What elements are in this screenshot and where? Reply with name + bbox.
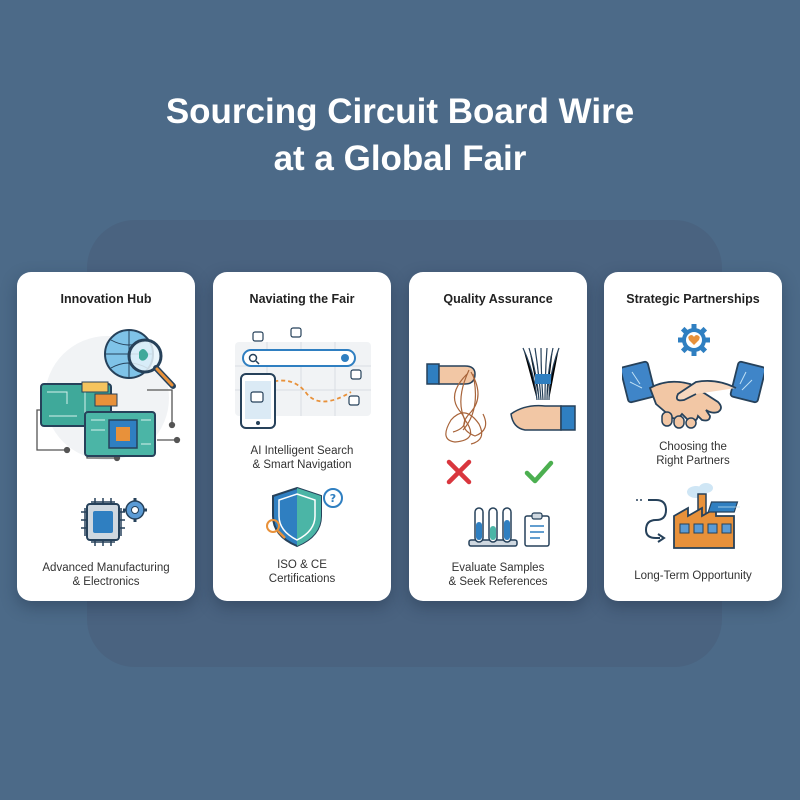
caption-long-term-opportunity: Long-Term Opportunity [634, 570, 752, 582]
card-navigating-the-fair: Naviating the Fair AI Intelligent Search… [213, 272, 391, 601]
page-title: Sourcing Circuit Board Wire at a Global … [0, 88, 800, 182]
smartphone-map-icon [240, 373, 276, 429]
handshake-icon [622, 360, 764, 429]
card-innovation-hub: Innovation Hub [17, 272, 195, 601]
caption-choosing-partners: Choosing the Right Partners [656, 441, 730, 467]
check-mark-icon [524, 460, 554, 484]
caption-evaluate-samples: Evaluate Samples & Seek References [448, 562, 548, 588]
title-line-2: at a Global Fair [273, 139, 527, 178]
hand-straight-wire-icon [510, 347, 576, 431]
card-title: Strategic Partnerships [626, 292, 760, 306]
clipboard-icon [524, 512, 550, 547]
card-quality-assurance: Quality Assurance [409, 272, 587, 601]
card-title: Naviating the Fair [249, 292, 355, 306]
shield-check-icon: ? [266, 486, 343, 548]
heart-gear-icon [678, 324, 710, 356]
hand-tangled-wire-icon [426, 363, 487, 445]
caption-ai-search: AI Intelligent Search & Smart Navigation [250, 445, 354, 471]
globe-circuit-icon [36, 329, 181, 462]
test-tubes-icon [468, 507, 518, 547]
chip-gear-icon [81, 498, 147, 546]
card-title: Innovation Hub [60, 292, 152, 306]
caption-advanced-manufacturing: Advanced Manufacturing & Electronics [42, 562, 170, 588]
card-title: Quality Assurance [443, 292, 553, 306]
cross-mark-icon [446, 459, 472, 485]
caption-iso-ce: ISO & CE Certifications [268, 559, 336, 585]
title-line-1: Sourcing Circuit Board Wire [165, 92, 635, 131]
factory-icon [636, 483, 740, 549]
svg-text:?: ? [330, 492, 336, 505]
card-strategic-partnerships: Strategic Partnerships Choosing the Righ… [604, 272, 782, 601]
